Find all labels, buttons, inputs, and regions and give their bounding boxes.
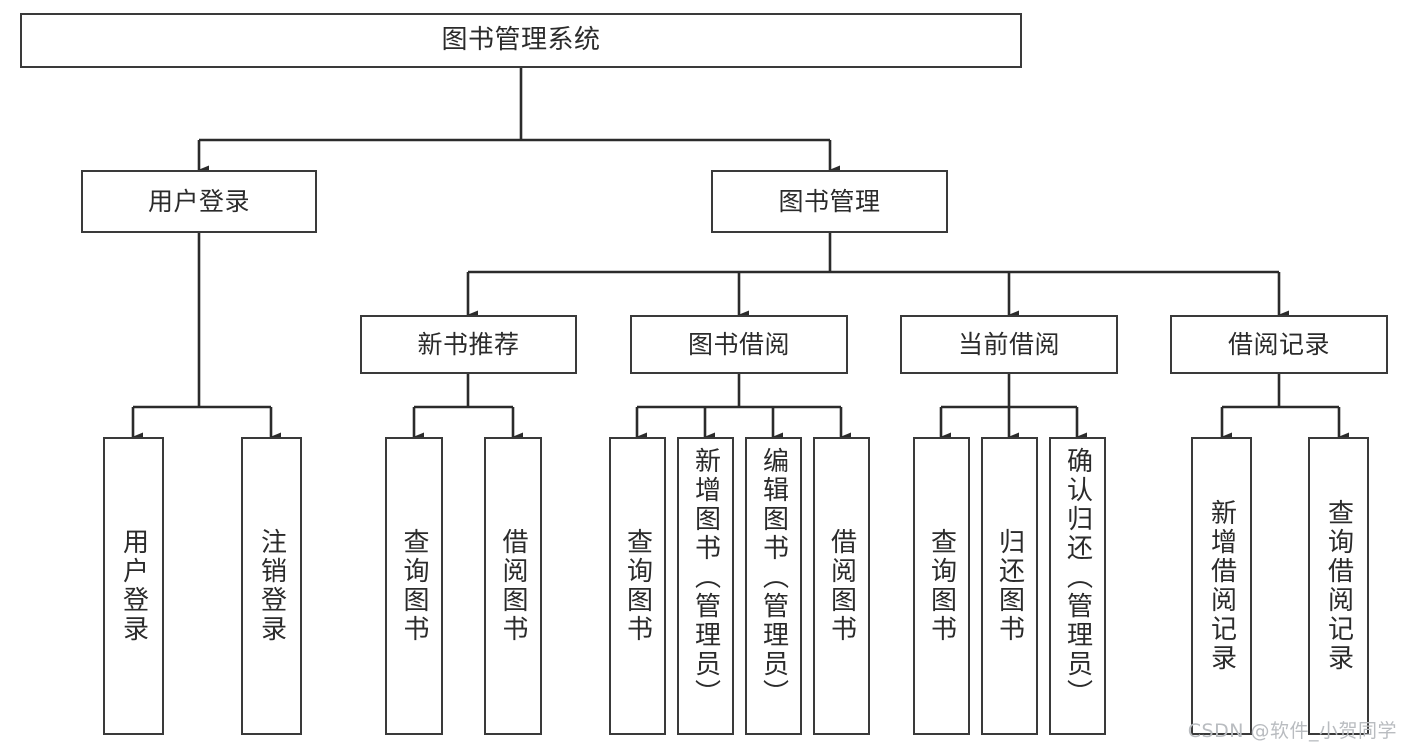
node-label: 用户登录 [118,528,149,644]
leaf-record-query-record[interactable]: 查询借阅记录 [1308,437,1369,735]
node-label: 查询图书 [926,528,957,644]
node-root-system[interactable]: 图书管理系统 [20,13,1022,68]
node-label: 图书管理系统 [441,25,601,56]
node-current-borrow[interactable]: 当前借阅 [900,315,1118,374]
leaf-record-add-record[interactable]: 新增借阅记录 [1191,437,1252,735]
node-user-login[interactable]: 用户登录 [81,170,317,233]
node-label: 图书借阅 [687,329,790,359]
node-label: 查询借阅记录 [1323,499,1354,673]
leaf-user-login-login[interactable]: 用户登录 [103,437,164,735]
leaf-current-confirm-return-admin[interactable]: 确认归还（管理员） [1049,437,1106,735]
leaf-user-login-logout[interactable]: 注销登录 [241,437,302,735]
node-label: 新增图书（管理员） [690,447,721,708]
leaf-borrow-edit-book-admin[interactable]: 编辑图书（管理员） [745,437,802,735]
node-label: 注销登录 [256,528,287,644]
leaf-recommend-query-book[interactable]: 查询图书 [385,437,443,735]
node-book-borrow[interactable]: 图书借阅 [630,315,848,374]
node-label: 新增借阅记录 [1206,499,1237,673]
leaf-borrow-add-book-admin[interactable]: 新增图书（管理员） [677,437,734,735]
leaf-borrow-query-book[interactable]: 查询图书 [609,437,666,735]
node-label: 用户登录 [147,186,250,216]
leaf-recommend-borrow-book[interactable]: 借阅图书 [484,437,542,735]
leaf-current-query-book[interactable]: 查询图书 [913,437,970,735]
leaf-current-return-book[interactable]: 归还图书 [981,437,1038,735]
node-book-management[interactable]: 图书管理 [711,170,948,233]
node-label: 借阅记录 [1227,329,1330,359]
csdn-watermark: CSDN @软件_小贺同学 [1187,720,1397,742]
node-label: 查询图书 [622,528,653,644]
node-label: 图书管理 [778,186,881,216]
node-label: 查询图书 [399,528,429,644]
leaf-borrow-borrow-book[interactable]: 借阅图书 [813,437,870,735]
node-borrow-record[interactable]: 借阅记录 [1170,315,1388,374]
node-label: 确认归还（管理员） [1062,447,1093,708]
node-new-book-recommend[interactable]: 新书推荐 [360,315,577,374]
node-label: 借阅图书 [826,528,857,644]
node-label: 编辑图书（管理员） [758,447,789,708]
node-label: 借阅图书 [498,528,528,644]
node-label: 新书推荐 [417,329,520,359]
node-label: 归还图书 [994,528,1025,644]
node-label: 当前借阅 [957,329,1060,359]
